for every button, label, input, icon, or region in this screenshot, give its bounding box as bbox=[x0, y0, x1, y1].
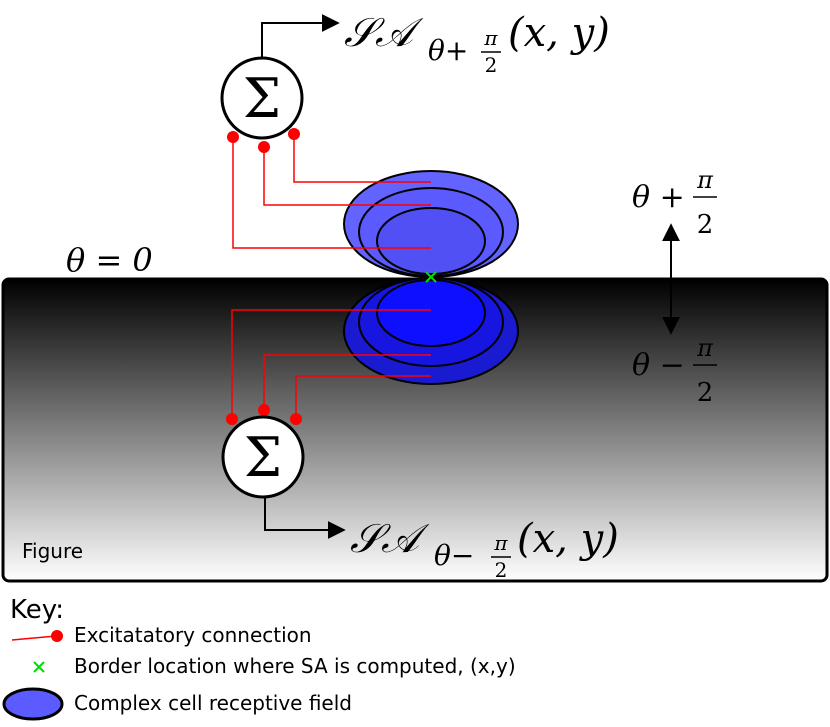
theta-minus-label: θ − π 2 bbox=[632, 334, 717, 408]
lower-receptive-field bbox=[343, 277, 519, 385]
upper-receptive-field bbox=[343, 170, 519, 278]
svg-text:Σ: Σ bbox=[243, 67, 281, 130]
upper-output-label: 𝒮𝒜 θ+ π 2 (x, y) bbox=[344, 10, 610, 77]
border-location-marker bbox=[425, 271, 437, 283]
svg-text:π: π bbox=[493, 531, 508, 555]
svg-text:(x, y): (x, y) bbox=[517, 516, 619, 562]
svg-text:θ+: θ+ bbox=[428, 34, 468, 67]
lower-connection-dots bbox=[226, 404, 302, 425]
svg-text:2: 2 bbox=[697, 378, 714, 408]
theta-plus-label: θ + π 2 bbox=[632, 166, 717, 240]
upper-connections bbox=[232, 134, 431, 249]
svg-text:θ −: θ − bbox=[632, 348, 685, 383]
upper-sum-node: Σ bbox=[220, 56, 304, 140]
svg-text:2: 2 bbox=[485, 53, 498, 77]
svg-text:𝒮𝒜: 𝒮𝒜 bbox=[350, 516, 430, 562]
figure-label: Figure bbox=[22, 539, 83, 563]
lower-output-arrow bbox=[264, 497, 346, 539]
lower-sum-node: Σ bbox=[221, 415, 305, 499]
key-title: Key: bbox=[10, 595, 64, 625]
key: Key: Excitatatory connection Border loca… bbox=[2, 595, 516, 721]
lower-connections bbox=[231, 309, 431, 419]
upper-connection-dots bbox=[227, 128, 300, 153]
svg-text:π: π bbox=[696, 166, 714, 194]
svg-text:π: π bbox=[483, 26, 498, 50]
svg-text:Σ: Σ bbox=[244, 426, 282, 489]
svg-text:θ−: θ− bbox=[434, 539, 474, 572]
key-item-border: Border location where SA is computed, (x… bbox=[74, 654, 516, 678]
svg-text:θ +: θ + bbox=[632, 180, 685, 215]
key-item-connection: Excitatatory connection bbox=[74, 623, 312, 647]
svg-text:2: 2 bbox=[697, 210, 714, 240]
lower-output-label: 𝒮𝒜 θ− π 2 (x, y) bbox=[350, 516, 619, 582]
svg-text:2: 2 bbox=[495, 558, 508, 582]
svg-text:π: π bbox=[696, 334, 714, 362]
upper-output-arrow bbox=[261, 14, 340, 58]
key-item-receptive-field: Complex cell receptive field bbox=[74, 691, 352, 715]
theta-zero-label: θ = 0 bbox=[66, 241, 153, 279]
svg-text:𝒮𝒜: 𝒮𝒜 bbox=[344, 10, 424, 56]
svg-text:(x, y): (x, y) bbox=[508, 10, 610, 56]
